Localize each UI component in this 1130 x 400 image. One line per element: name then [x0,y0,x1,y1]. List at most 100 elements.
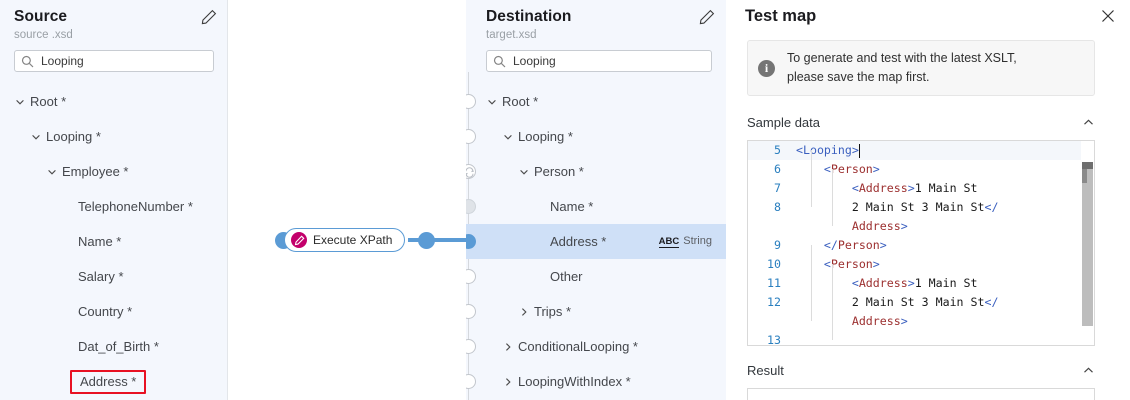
tree-item-label: TelephoneNumber * [78,199,193,214]
code-line[interactable]: 9 </Person> [748,236,1094,255]
sample-data-editor[interactable]: 5<Looping>6 <Person>7 <Address>1 Main St… [747,140,1095,346]
scrollbar-marker [1082,162,1093,169]
connection-handle[interactable] [466,269,476,284]
pencil-icon[interactable] [200,8,218,26]
source-search-input[interactable]: Looping [14,50,214,72]
code-token: 1 Main St [914,276,978,290]
code-line[interactable]: Address> [748,217,1094,236]
connection-handle[interactable] [466,234,476,249]
tree-row[interactable]: Dat_of_Birth * [0,329,228,364]
code-line-text: <Person> [796,255,880,274]
chevron-right-icon[interactable] [518,306,530,318]
tree-row[interactable]: Person * [466,154,726,189]
tree-row[interactable]: TelephoneNumber * [0,189,228,224]
tree-row[interactable]: Employee * [0,154,228,189]
chevron-right-icon[interactable] [502,376,514,388]
destination-subtitle: target.xsd [486,29,537,41]
sample-data-section-header[interactable]: Sample data [747,113,1095,131]
chevron-down-icon[interactable] [486,96,498,108]
connection-handle[interactable] [466,164,476,179]
code-line[interactable]: 7 <Address>1 Main St [748,179,1094,198]
tree-item-label: Address * [550,234,607,249]
chevron-right-icon[interactable] [502,341,514,353]
source-title: Source [14,8,68,25]
tree-item-label: Looping * [46,129,101,144]
result-section-header[interactable]: Result [747,361,1095,379]
tree-item-label: ConditionalLooping * [518,339,638,354]
code-line-text: <Address>1 Main St [796,274,978,293]
indent-guide [811,150,812,207]
code-token: Person [830,162,873,176]
close-icon[interactable] [1100,8,1116,24]
tree-row[interactable]: Looping * [0,119,228,154]
code-line[interactable]: 10 <Person> [748,255,1094,274]
mapping-canvas[interactable]: Execute XPath [228,0,483,400]
tree-row[interactable]: LoopingWithIndex * [466,364,726,399]
xpath-function-icon [291,232,307,248]
tree-item-label: Employee * [62,164,129,179]
connection-handle[interactable] [466,129,476,144]
tree-indent-spacer [62,201,74,213]
editor-scrollbar-thumb[interactable] [1082,162,1093,326]
execute-xpath-node-label: Execute XPath [313,233,393,247]
line-number: 9 [774,238,781,252]
chevron-down-icon[interactable] [14,96,26,108]
chevron-up-icon[interactable] [1082,116,1095,129]
tree-item-label: LoopingWithIndex * [518,374,631,389]
tree-row[interactable]: Address * [0,364,228,399]
chevron-up-icon[interactable] [1082,364,1095,377]
code-line[interactable]: 12 2 Main St 3 Main St</ [748,293,1094,312]
tree-row[interactable]: Looping * [466,119,726,154]
tree-row[interactable]: ConditionalLooping * [466,329,726,364]
line-number: 7 [774,181,781,195]
connection-handle[interactable] [466,339,476,354]
tree-row[interactable]: Name * [466,189,726,224]
connection-handle[interactable] [466,94,476,109]
connection-handle[interactable] [466,374,476,389]
tree-row[interactable]: Other [466,259,726,294]
tree-row[interactable]: Trips * [466,294,726,329]
code-token: 2 Main St 3 Main St [851,200,985,214]
tree-row[interactable]: Root * [0,84,228,119]
line-number: 11 [767,276,781,290]
line-number: 5 [774,143,781,157]
source-schema-panel: Source source .xsd Looping Root *Looping… [0,0,228,400]
chevron-down-icon[interactable] [30,131,42,143]
connection-handle[interactable] [466,304,476,319]
editor-scrollbar-track[interactable] [1081,141,1094,345]
code-line[interactable]: 11 <Address>1 Main St [748,274,1094,293]
code-line-text: Address> [796,312,908,331]
code-line[interactable]: 8 2 Main St 3 Main St</ [748,198,1094,217]
test-map-panel: Test map i To generate and test with the… [727,0,1130,400]
code-line[interactable]: Address> [748,312,1094,331]
pencil-icon[interactable] [698,8,716,26]
code-line-text: <Person> [796,160,880,179]
tree-row[interactable]: Name * [0,224,228,259]
tree-row[interactable]: Country * [0,294,228,329]
code-line[interactable]: 6 <Person> [748,160,1094,179]
source-search-value: Looping [41,54,84,68]
code-token: Address [851,314,901,328]
tree-row[interactable]: Root * [466,84,726,119]
chevron-down-icon[interactable] [518,166,530,178]
execute-xpath-node[interactable]: Execute XPath [284,228,406,252]
tree-indent-spacer [62,236,74,248]
result-editor[interactable] [747,388,1095,400]
code-token: Address [851,219,901,233]
chevron-down-icon[interactable] [46,166,58,178]
code-token: Address [858,276,908,290]
destination-search-input[interactable]: Looping [486,50,712,72]
chevron-down-icon[interactable] [502,131,514,143]
connection-handle[interactable] [466,199,476,214]
tree-item-label: Name * [550,199,594,214]
tree-indent-spacer [534,271,546,283]
code-token: </ [823,238,838,252]
code-line[interactable]: 5<Looping> [748,141,1094,160]
sample-data-code[interactable]: 5<Looping>6 <Person>7 <Address>1 Main St… [748,141,1094,345]
code-line[interactable]: 13 [748,331,1094,345]
code-token: </ [984,200,999,214]
tree-row[interactable]: Salary * [0,259,228,294]
